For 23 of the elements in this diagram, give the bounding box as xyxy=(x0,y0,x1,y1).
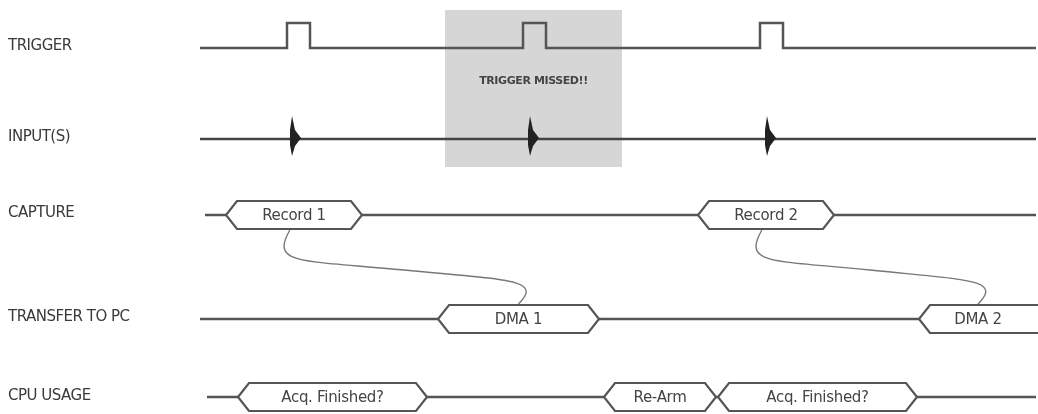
bus-state xyxy=(918,304,1038,334)
highlight-region xyxy=(445,10,622,167)
bus-state xyxy=(225,200,363,230)
signal-name: TRANSFER TO PC xyxy=(8,307,130,325)
bus-state xyxy=(437,304,600,334)
state-label: Record 1 xyxy=(261,205,327,226)
state-label: Acq. Finished? xyxy=(765,387,870,408)
state-label: Record 2 xyxy=(733,205,799,226)
bus-state xyxy=(697,200,835,230)
state-label: DMA 2 xyxy=(953,309,1003,330)
annotation-text: TRIGGER MISSED!! xyxy=(478,74,589,87)
connector-curve xyxy=(755,229,987,305)
bus-state xyxy=(237,382,428,412)
signal-name: CAPTURE xyxy=(8,203,75,221)
state-label: Re-Arm xyxy=(632,387,688,408)
signal-name: CPU USAGE xyxy=(8,386,91,404)
state-label: DMA 1 xyxy=(493,309,544,330)
bus-state xyxy=(717,382,918,412)
signal-name: INPUT(S) xyxy=(8,127,71,145)
signal-name: TRIGGER xyxy=(8,36,72,54)
connector-curve xyxy=(283,229,527,305)
bus-state xyxy=(603,382,717,412)
state-label: Acq. Finished? xyxy=(280,387,385,408)
